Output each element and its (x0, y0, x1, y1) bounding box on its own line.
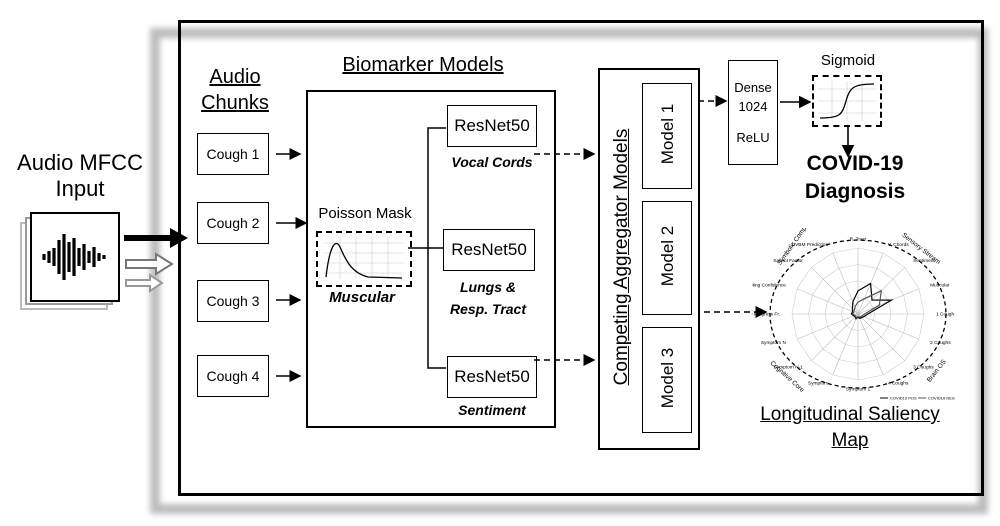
input-title-line2: Input (55, 176, 105, 201)
branch-lines (276, 127, 446, 382)
resnet-caption-line2: Resp. Tract (450, 301, 526, 317)
radar-spoke (811, 313, 859, 361)
waveform-icon (30, 212, 120, 302)
radar-spoke-label: Muscular (930, 283, 950, 289)
cough-chunk-label: Cough 2 (206, 215, 260, 231)
model-label: Model 2 (658, 225, 677, 287)
radar-spoke-label: 3 Coughs (913, 364, 934, 370)
diagnosis-line1: COVID-19 (806, 152, 904, 175)
radar-spoke (857, 313, 884, 376)
radar-spoke-label: R. Tract (850, 236, 867, 242)
aggregator-model-2: Model 2 (642, 201, 692, 315)
radar-spoke-label: Voting Confidence (752, 283, 786, 289)
resnet-label: ResNet50 (454, 116, 530, 135)
radar-spoke-label: COVID-19 Progress Fr. (752, 311, 780, 317)
cough-chunk-label: Cough 1 (206, 146, 260, 162)
radar-spoke-label: DVBM Prediction (792, 242, 829, 248)
sigmoid-plot (812, 75, 882, 127)
radar-spoke-label: 2 Coughs (930, 340, 951, 346)
radar-spoke-label: Salient Factor (773, 258, 803, 264)
resnet-caption-lungs: Lungs & Resp. Tract (440, 276, 536, 320)
output-arrows (780, 95, 855, 158)
audio-chunks-title-line1: Audio (209, 66, 261, 88)
saliency-title-line2: Map (831, 430, 869, 451)
radar-spoke-label: Symptom N (761, 340, 787, 346)
resnet-caption-line1: Lungs & (460, 279, 516, 295)
dense-line3: ReLU (736, 130, 770, 145)
radar-spoke-label: V. Chords (888, 242, 909, 248)
cough-chunk-4: Cough 4 (197, 355, 269, 397)
radar-legend-label: COVID19 POS (890, 396, 917, 401)
dashed-arrows (534, 95, 768, 366)
cough-chunk-2: Cough 2 (197, 202, 269, 244)
radar-spoke-label: Symptom N-1 (774, 364, 804, 370)
radar-spoke (832, 252, 859, 315)
resnet-caption-sentiment: Sentiment (458, 402, 526, 418)
aggregator-model-3: Model 3 (642, 327, 692, 433)
mfcc-input-icon (20, 208, 130, 318)
cough-chunk-3: Cough 3 (197, 280, 269, 322)
biomarker-models-box (306, 90, 556, 428)
covid-diagnosis: COVID-19 Diagnosis (790, 150, 920, 206)
radar-spoke (857, 313, 920, 340)
model-label: Model 1 (658, 103, 677, 165)
radar-spoke-label: Symptom 1 (846, 386, 871, 392)
model-label: Model 3 (658, 347, 677, 409)
audio-chunks-title: Audio Chunks (190, 64, 280, 116)
dense-line2: 1024 (738, 99, 768, 114)
system-frame (178, 20, 984, 496)
radar-spoke (857, 313, 905, 361)
input-arrows (124, 228, 188, 293)
resnet-lungs: ResNet50 (443, 229, 535, 271)
saliency-title-line1: Longitudinal Saliency (760, 404, 940, 425)
cough-chunk-label: Cough 4 (206, 368, 260, 384)
aggregator-model-1: Model 1 (642, 83, 692, 189)
radar-spoke-label: Sentiment (913, 258, 935, 264)
radar-group-label: Brain OS (926, 358, 948, 384)
muscular-label: Muscular (329, 289, 395, 306)
biomarker-title: Biomarker Models (342, 54, 504, 76)
cough-chunk-label: Cough 3 (206, 293, 260, 309)
radar-spoke-label: 1 Cough (936, 311, 954, 317)
radar-spoke (832, 313, 859, 376)
saliency-title: Longitudinal Saliency Map (740, 402, 960, 454)
radar-spoke (796, 313, 859, 340)
resnet-caption-vocal: Vocal Cords (451, 154, 533, 170)
input-title: Audio MFCC Input (0, 150, 160, 202)
cough-chunk-1: Cough 1 (197, 133, 269, 175)
radar-spoke (811, 267, 859, 315)
resnet-label: ResNet50 (454, 367, 530, 386)
radar-group-outline (769, 239, 947, 389)
resnet-label: ResNet50 (451, 240, 527, 259)
input-title-line1: Audio MFCC (17, 150, 143, 175)
aggregator-title: Competing Aggregator Models (611, 128, 632, 386)
dense-layer-box: Dense 1024 ReLU (728, 60, 778, 165)
dense-line1: Dense (734, 80, 772, 95)
diagnosis-line2: Diagnosis (804, 180, 906, 203)
radar-spoke-label: 4 Coughs (888, 381, 909, 387)
radar-legend-label: COVID19 NEG (928, 396, 955, 401)
resnet-sentiment: ResNet50 (447, 356, 537, 398)
sigmoid-title: Sigmoid (820, 52, 876, 69)
radar-series (851, 289, 883, 319)
audio-chunks-title-line2: Chunks (201, 92, 269, 114)
radar-spoke-label: Symptom (808, 381, 828, 387)
poisson-mask-plot (316, 231, 412, 287)
poisson-mask-label: Poisson Mask (318, 205, 412, 222)
resnet-vocal-cords: ResNet50 (447, 105, 537, 147)
radar-spoke (796, 288, 859, 315)
